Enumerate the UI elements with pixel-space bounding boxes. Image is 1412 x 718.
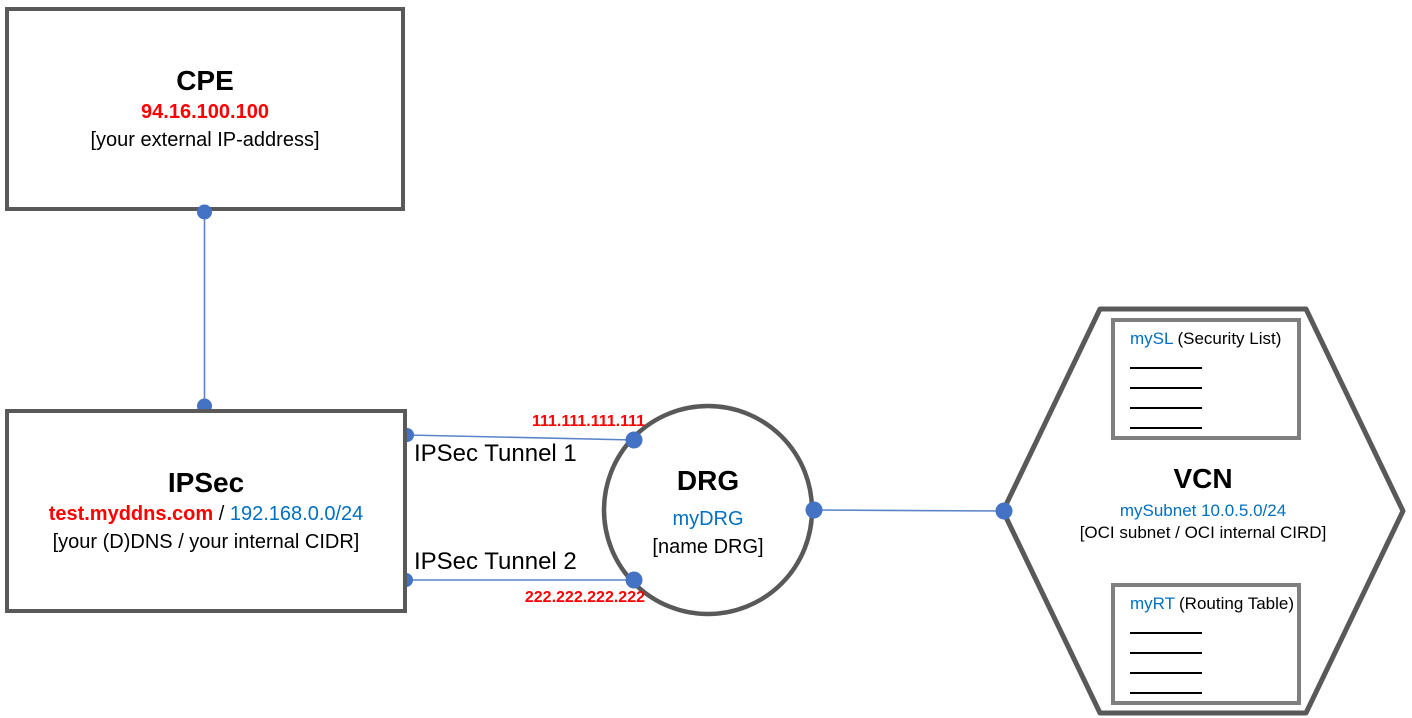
cpe-title: CPE <box>176 65 234 96</box>
cpe-node: CPE 94.16.100.100 [your external IP-addr… <box>5 7 405 211</box>
tunnel-2-label: IPSec Tunnel 2 <box>414 548 577 575</box>
security-list-title: mySL(Security List) <box>1130 329 1287 349</box>
security-list-label: (Security List) <box>1177 329 1282 348</box>
security-list-blank-lines <box>1130 367 1287 429</box>
security-list-name: mySL <box>1130 329 1174 348</box>
blank-line <box>1130 427 1202 429</box>
blank-line <box>1130 672 1202 674</box>
tunnel-1-label: IPSec Tunnel 1 <box>414 440 577 467</box>
drg-node: DRG myDRG [name DRG] <box>608 463 808 561</box>
tunnel-1-ip: 111.111.111.111 <box>531 413 645 430</box>
blank-line <box>1130 367 1202 369</box>
tunnel-2-ip: 222.222.222.222 <box>524 589 645 606</box>
blank-line <box>1130 632 1202 634</box>
routing-table-label: (Routing Table) <box>1179 594 1294 613</box>
blank-line <box>1130 407 1202 409</box>
vcn-node: VCN mySubnet 10.0.5.0/24 [OCI subnet / O… <box>1053 461 1353 543</box>
ipsec-ddns: test.myddns.com <box>48 503 214 525</box>
routing-table-blank-lines <box>1130 632 1287 694</box>
cpe-note: [your external IP-address] <box>90 129 320 151</box>
drg-title: DRG <box>676 465 740 496</box>
routing-table-name: myRT <box>1130 594 1176 613</box>
routing-table-box: myRT(Routing Table) <box>1111 583 1301 705</box>
blank-line <box>1130 692 1202 694</box>
drg-name: myDRG <box>672 508 744 530</box>
dot-drg-tunnel2 <box>625 571 643 589</box>
ipsec-separator: / <box>213 503 230 525</box>
dot-vcn-left <box>995 502 1013 520</box>
ipsec-title: IPSec <box>167 467 245 498</box>
ipsec-internal-cidr: 192.168.0.0/24 <box>229 503 364 525</box>
dot-drg-tunnel1 <box>625 431 643 449</box>
ipsec-address-line: test.myddns.com / 192.168.0.0/24 <box>49 500 364 528</box>
routing-table-title: myRT(Routing Table) <box>1130 594 1294 614</box>
vcn-subnet: mySubnet 10.0.5.0/24 <box>1119 501 1287 520</box>
security-list-box: mySL(Security List) <box>1111 318 1301 440</box>
vcn-title: VCN <box>1173 463 1233 494</box>
ipsec-node: IPSec test.myddns.com / 192.168.0.0/24 [… <box>5 409 407 613</box>
cpe-external-ip: 94.16.100.100 <box>141 101 269 123</box>
drg-note: [name DRG] <box>652 536 764 558</box>
blank-line <box>1130 652 1202 654</box>
connector-drg-vcn <box>813 509 1005 512</box>
ipsec-note: [your (D)DNS / your internal CIDR] <box>52 531 360 553</box>
dot-drg-right <box>805 501 823 519</box>
vcn-note: [OCI subnet / OCI internal CIRD] <box>1079 523 1327 542</box>
blank-line <box>1130 387 1202 389</box>
